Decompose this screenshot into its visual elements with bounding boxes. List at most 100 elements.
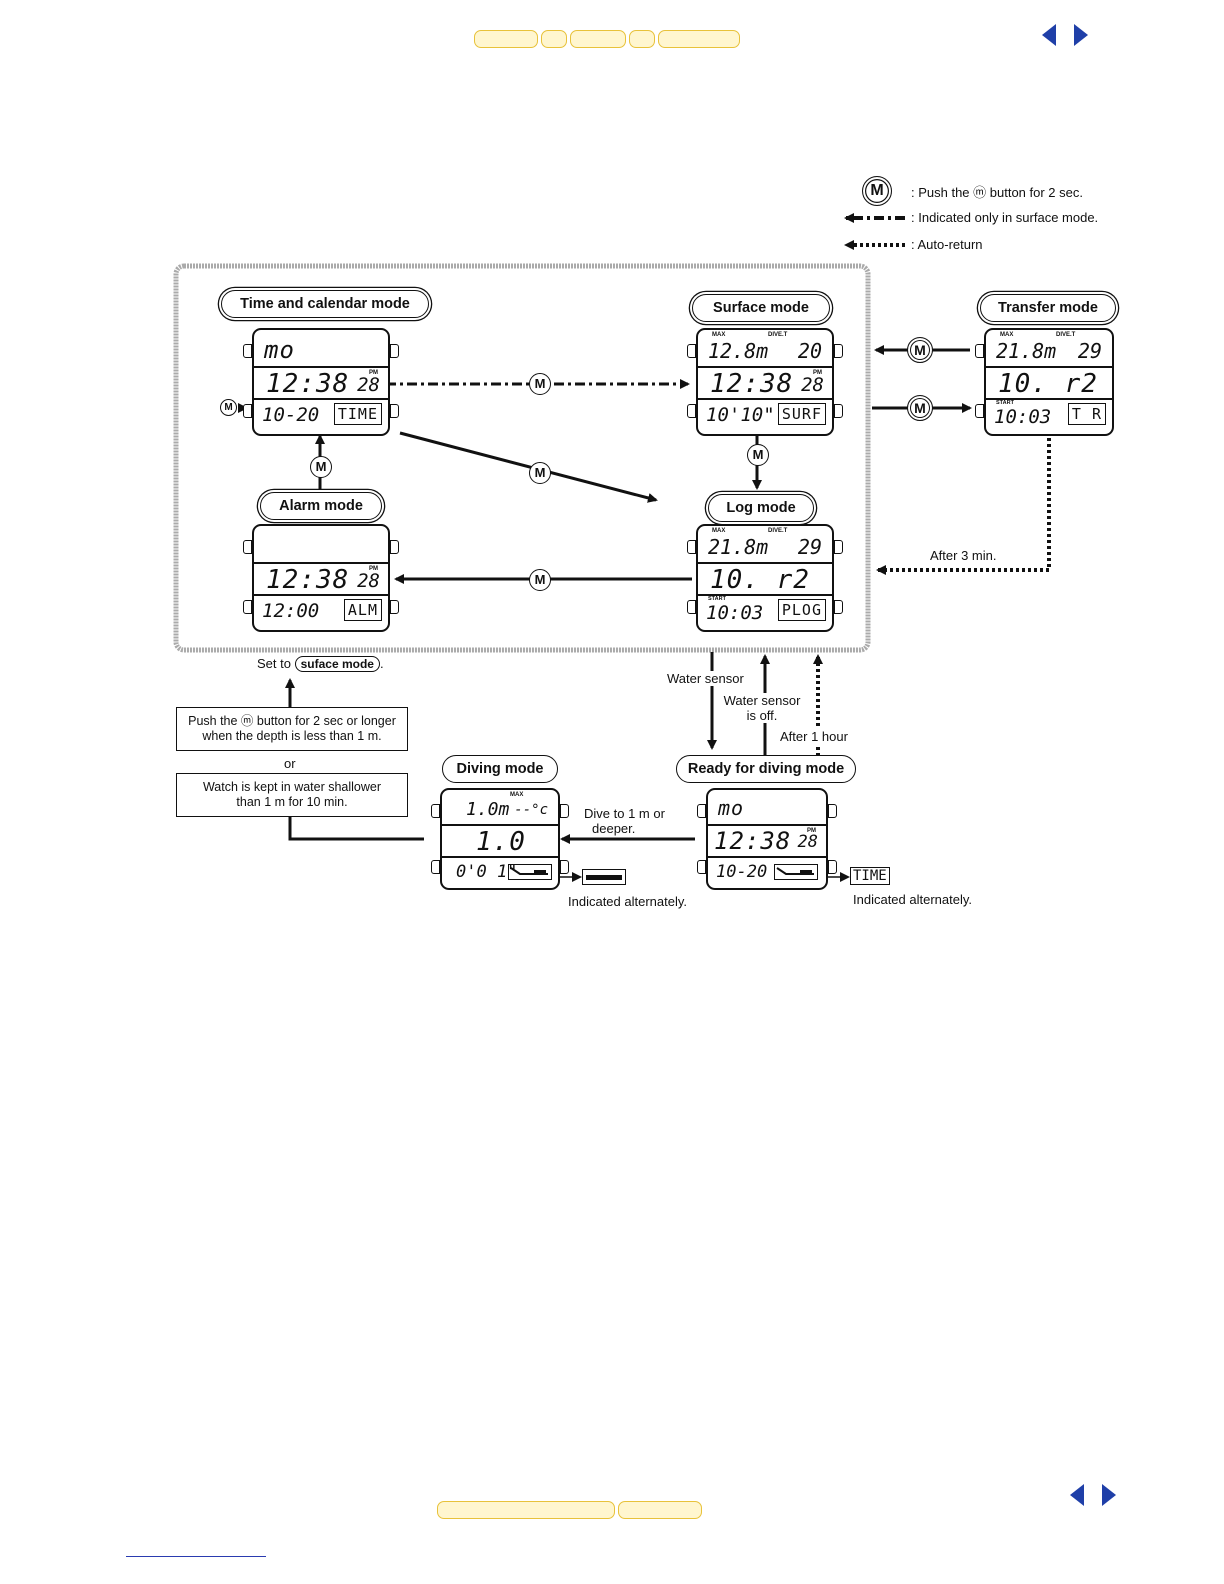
- watch-ready-diving: mo 12:38 PM 28 10-20: [697, 788, 837, 890]
- watch-display: 10. r2: [698, 562, 832, 596]
- bottom-nav-tab-2[interactable]: [618, 1501, 702, 1519]
- watch-diving: MAX 1.0m --°c 1.0 0'0 1": [431, 788, 569, 890]
- watch-button: [697, 804, 706, 818]
- watch-time: 12:38: [266, 369, 350, 399]
- watch-mode-tag: SURF: [777, 403, 826, 425]
- main-modes-frame: [173, 263, 871, 653]
- watch-button: [243, 600, 252, 614]
- watch-day: mo: [718, 796, 745, 820]
- legend-surface-only-label: : Indicated only in surface mode.: [911, 210, 1099, 225]
- watch-display: 12:38 PM 28: [698, 366, 832, 400]
- nav-tab-4[interactable]: [629, 30, 655, 48]
- set-to-label: Set to suface mode.: [257, 656, 384, 672]
- m-button-icon: M: [529, 462, 551, 484]
- watch-time: 12:38: [710, 369, 794, 399]
- mode-title-diving: Diving mode: [442, 755, 558, 783]
- watch-button: [243, 540, 252, 554]
- watch-button: [828, 804, 837, 818]
- watch-dive-time: 29: [797, 535, 822, 559]
- watch-start-time: 10:03: [994, 406, 1052, 428]
- watch-mode-tag: ALM: [343, 599, 382, 621]
- watch-button: [834, 344, 843, 358]
- watch-pm: PM: [369, 566, 378, 572]
- nav-tab-3[interactable]: [570, 30, 626, 48]
- watch-button: [431, 804, 440, 818]
- watch-surface-interval: 10'10": [706, 404, 775, 426]
- after-1-hour-label: After 1 hour: [780, 729, 848, 744]
- watch-button: [687, 540, 696, 554]
- mode-title-ready-diving: Ready for diving mode: [676, 755, 856, 783]
- bottom-nav-tab-1[interactable]: [437, 1501, 615, 1519]
- prev-page-icon[interactable]: [1070, 1484, 1084, 1506]
- mode-title-alarm: Alarm mode: [260, 492, 382, 520]
- next-page-icon[interactable]: [1102, 1484, 1116, 1506]
- mode-title-surface: Surface mode: [692, 294, 830, 322]
- mode-title-transfer: Transfer mode: [980, 294, 1116, 322]
- watch-temperature: --°c: [514, 802, 548, 818]
- top-nav: [474, 30, 740, 48]
- watch-start-label: START: [996, 400, 1014, 406]
- watch-display: 1.0: [442, 824, 558, 858]
- water-sensor-label: Water sensor: [667, 671, 744, 686]
- nav-tab-2[interactable]: [541, 30, 567, 48]
- watch-display: 12:38 PM 28: [254, 366, 388, 400]
- watch-button: [697, 860, 706, 874]
- watch-alarm-time: 12:00: [262, 600, 320, 622]
- watch-mode-tag: TIME: [333, 403, 382, 425]
- watch-depth: 1.0: [476, 827, 526, 857]
- mode-title-time-calendar: Time and calendar mode: [221, 290, 429, 318]
- m-button-icon: M: [907, 337, 933, 363]
- watch-button: [975, 344, 984, 358]
- watch-time: 12:38: [266, 565, 350, 595]
- watch-log-number: 10. r2: [710, 565, 810, 595]
- watch-seconds: 28: [801, 374, 824, 396]
- watch-mode-tag: T R: [1067, 403, 1106, 425]
- watch-button: [975, 404, 984, 418]
- watch-seconds: 28: [797, 832, 818, 852]
- watch-log-number: 10. r2: [998, 369, 1098, 399]
- watch-button: [560, 860, 569, 874]
- suface-mode-pill: suface mode: [294, 656, 380, 672]
- watch-mode-tag: PLOG: [777, 599, 826, 621]
- watch-button: [834, 540, 843, 554]
- nav-tab-1[interactable]: [474, 30, 538, 48]
- depth-graph-alt-icon: [582, 869, 626, 885]
- watch-max-depth: 21.8m: [996, 339, 1057, 363]
- mode-title-log: Log mode: [708, 494, 814, 522]
- watch-button: [390, 540, 399, 554]
- watch-button: [390, 600, 399, 614]
- watch-button: [687, 600, 696, 614]
- bottom-nav: [437, 1501, 702, 1519]
- watch-max-depth: 1.0m: [466, 799, 510, 820]
- m-button-icon: M: [310, 456, 332, 478]
- or-label: or: [284, 756, 296, 771]
- watch-button: [560, 804, 569, 818]
- watch-pm: PM: [369, 370, 378, 376]
- prev-page-icon[interactable]: [1042, 24, 1056, 46]
- watch-button: [431, 860, 440, 874]
- watch-dive-elapsed: 0'0 1": [456, 862, 518, 882]
- m-button-icon: M: [747, 444, 769, 466]
- depth-graph-icon: [774, 864, 818, 880]
- watch-button: [243, 404, 252, 418]
- watch-display: 10. r2: [986, 366, 1112, 400]
- footer-rule: [126, 1556, 266, 1557]
- nav-tab-5[interactable]: [658, 30, 740, 48]
- legend-m-button-icon: M: [862, 176, 892, 206]
- watch-button: [243, 344, 252, 358]
- watch-button: [828, 860, 837, 874]
- m-button-icon: M: [529, 569, 551, 591]
- next-page-icon[interactable]: [1074, 24, 1088, 46]
- after-3-min-label: After 3 min.: [930, 548, 997, 563]
- watch-time-calendar: mo 12:38 PM 28 10-20 TIME: [243, 328, 399, 436]
- watch-max-depth: 12.8m: [708, 339, 769, 363]
- m-button-icon: M: [907, 395, 933, 421]
